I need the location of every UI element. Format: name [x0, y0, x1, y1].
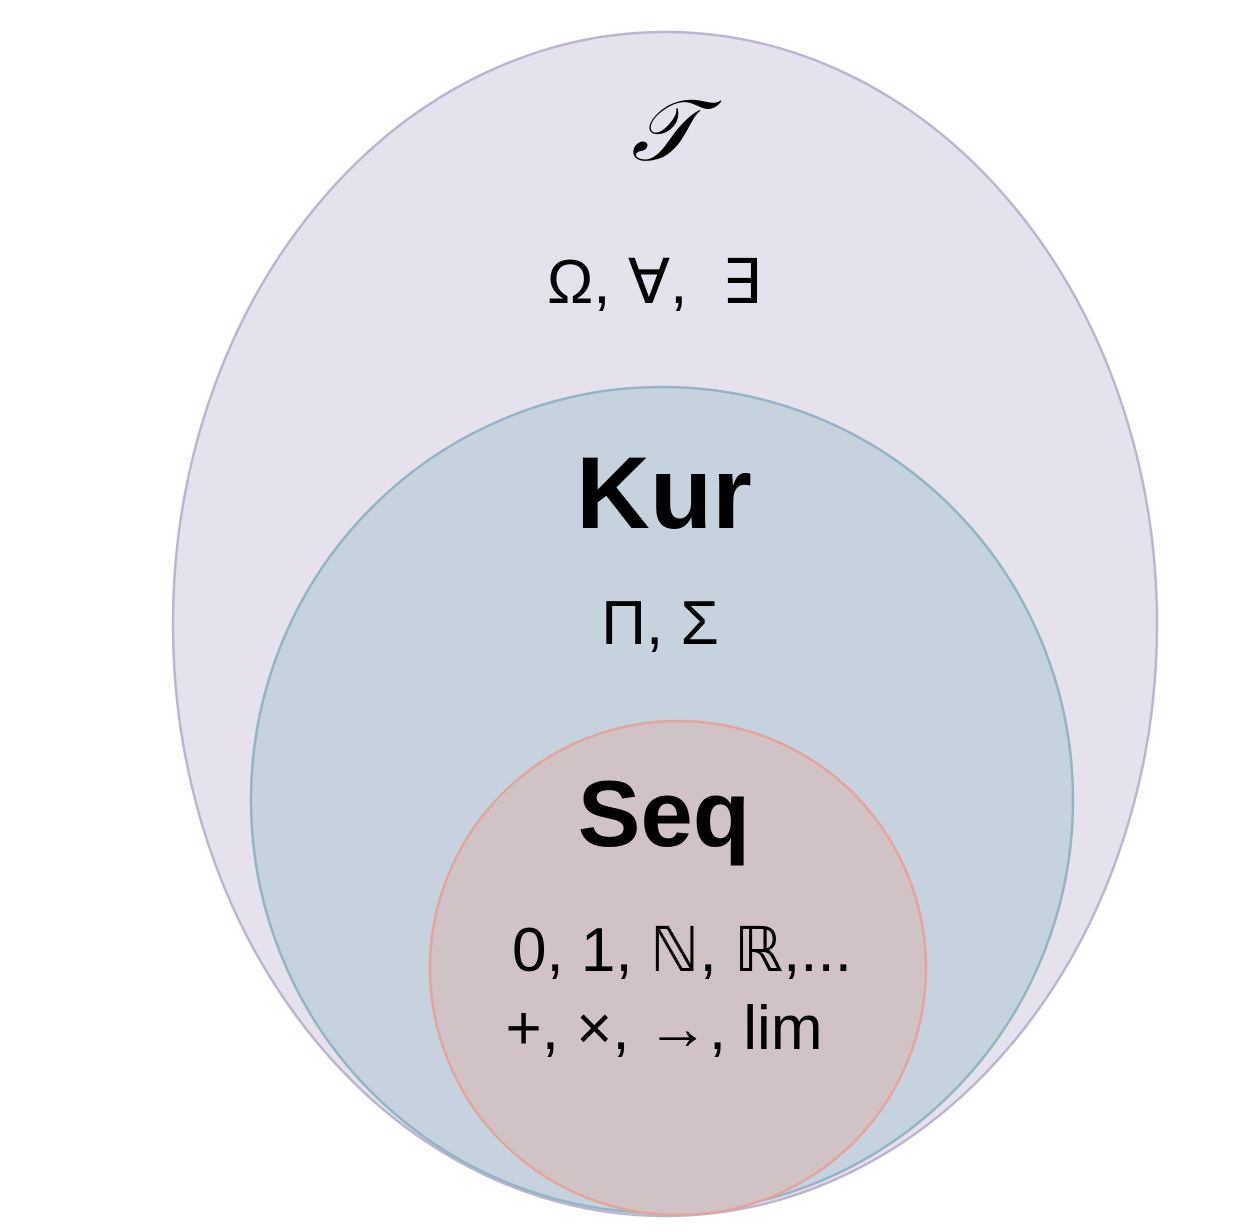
outer-set-contents: Ω, ∀, ∃	[547, 248, 761, 317]
inner-set-name: Seq	[578, 761, 750, 866]
inner-set-ellipse	[428, 719, 928, 1217]
inner-set-contents-line2: +, ×, →, lim	[506, 994, 823, 1063]
middle-set-contents: Π, Σ	[601, 589, 719, 658]
inner-set-contents-line1: 0, 1, ℕ, ℝ,...	[512, 916, 852, 985]
middle-set-name: Kur	[576, 436, 752, 550]
